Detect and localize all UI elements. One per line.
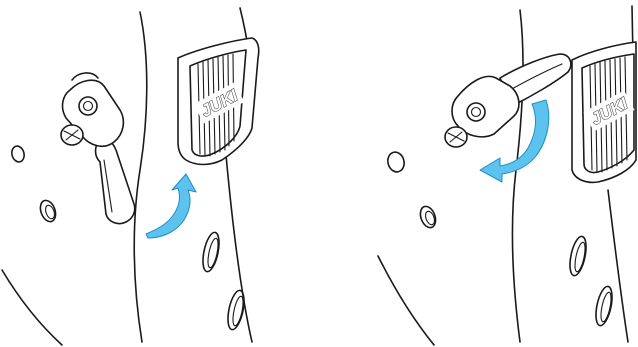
machine-body-curve [2,270,62,345]
brand-nameplate: JUKI [178,38,259,165]
body-hole [10,145,26,164]
body-hole [386,150,407,173]
machine-body-outline [134,12,147,342]
panel-left: JUKI [2,8,259,345]
screw-head [61,125,83,145]
machine-body-outline [513,10,523,342]
machine-body-curve [378,256,434,345]
thread-lever [63,73,135,224]
panel-right: JUKI [378,6,636,345]
body-hole [567,235,589,277]
body-hole [593,285,615,327]
body-hole [225,289,247,331]
screw-head [445,127,467,147]
machine-body-edge [608,190,628,342]
direction-arrow-up [146,174,196,238]
body-hole [200,231,222,273]
thread-lever [452,54,571,137]
brand-nameplate: JUKI [572,42,636,182]
body-hole [38,198,59,223]
machine-body-edge [226,155,252,342]
body-hole [418,204,439,229]
